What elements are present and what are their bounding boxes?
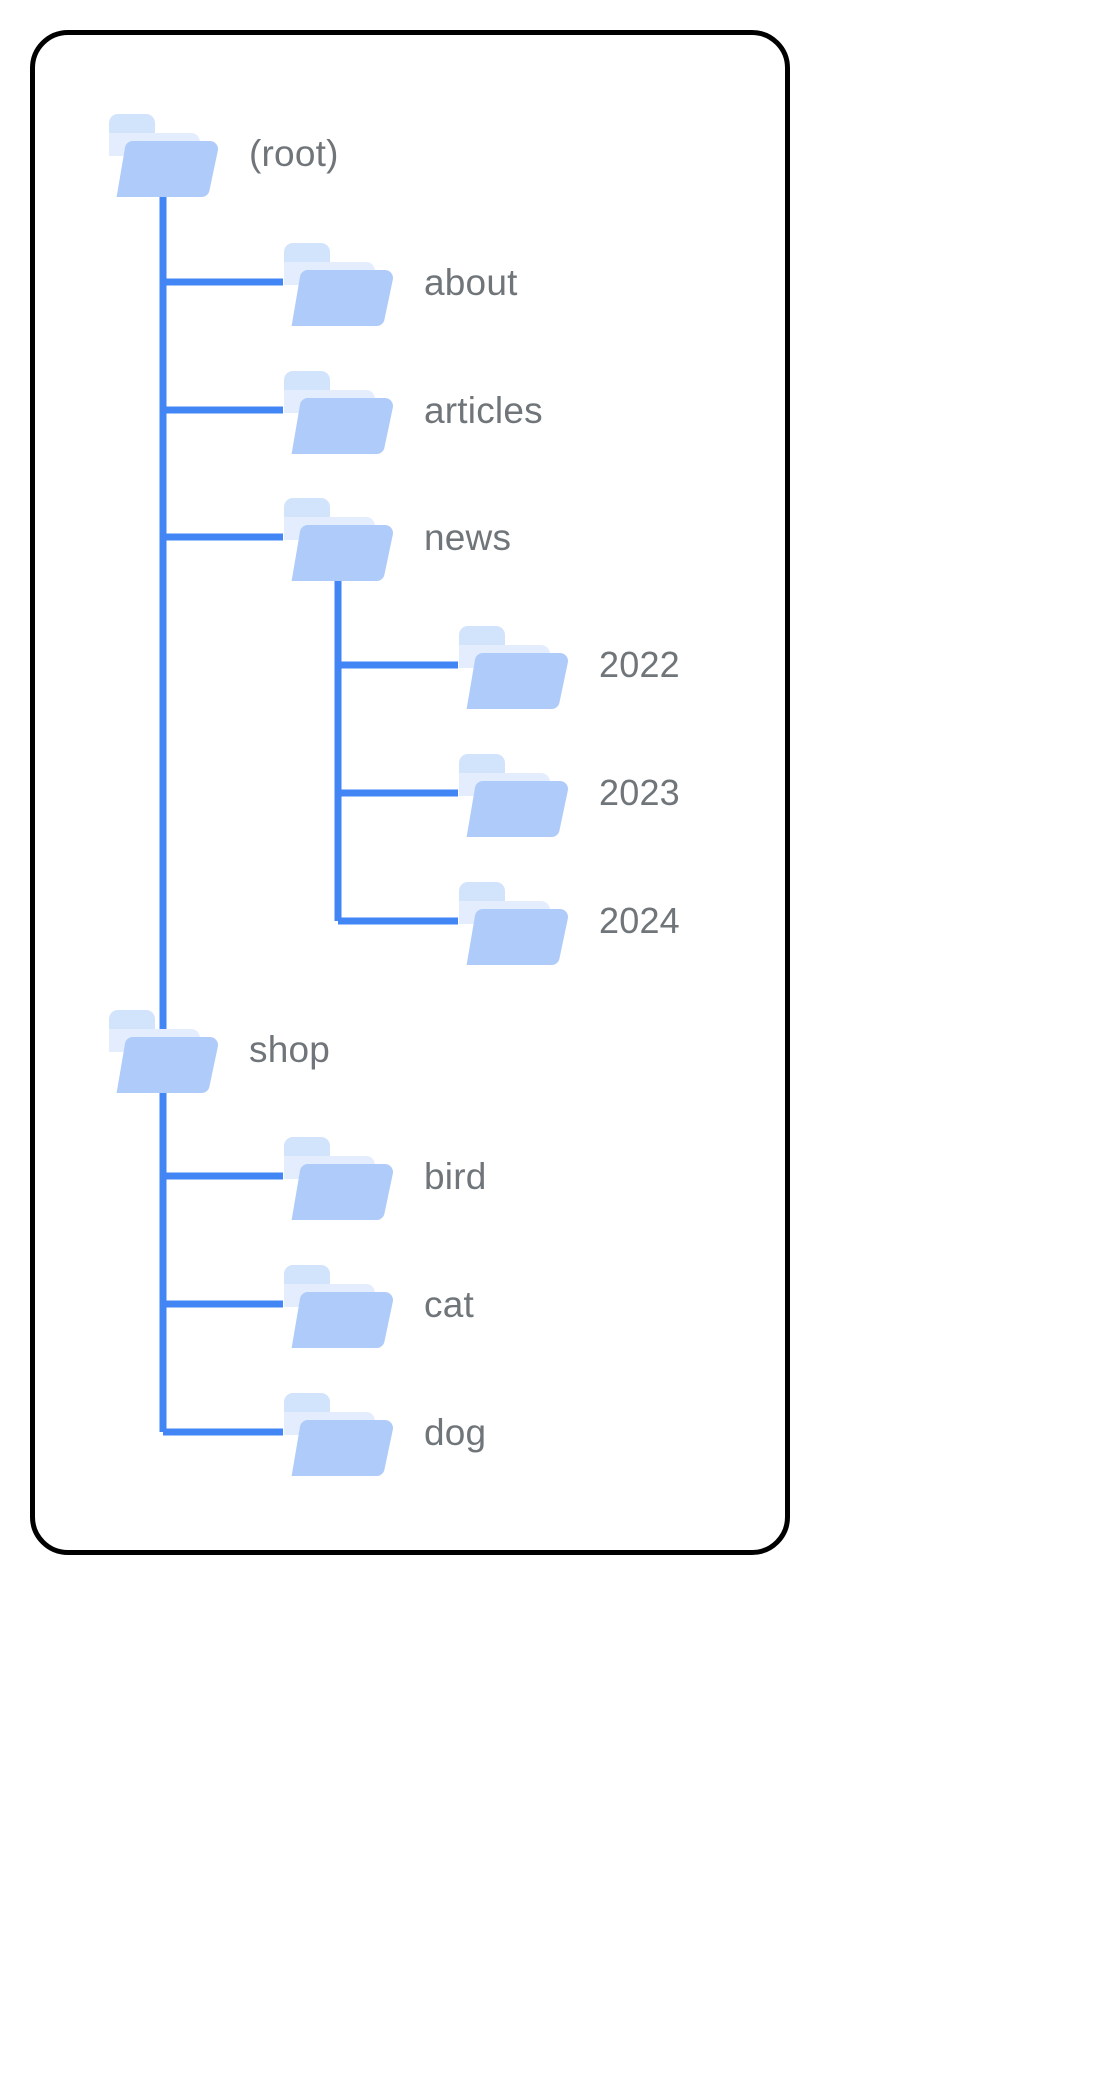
folder-icon (455, 873, 573, 969)
tree-node-root[interactable]: (root) (105, 105, 339, 201)
folder-icon (280, 234, 398, 330)
tree-node-label: about (424, 261, 518, 303)
tree-node-dog[interactable]: dog (280, 1384, 486, 1480)
folder-icon (280, 489, 398, 585)
tree-node-bird[interactable]: bird (280, 1128, 487, 1224)
tree-node-2023[interactable]: 2023 (455, 745, 680, 841)
diagram-card: (root) about (30, 30, 790, 1555)
tree-node-2022[interactable]: 2022 (455, 617, 680, 713)
tree-node-shop[interactable]: shop (105, 1001, 330, 1097)
tree-node-label: (root) (249, 132, 339, 174)
tree-node-label: 2022 (599, 644, 680, 685)
tree-node-2024[interactable]: 2024 (455, 873, 680, 969)
tree-node-label: 2024 (599, 900, 680, 941)
tree-node-label: dog (424, 1411, 487, 1453)
folder-icon (455, 745, 573, 841)
tree-node-label: cat (424, 1283, 474, 1325)
tree-connectors (159, 185, 458, 1436)
folder-icon (280, 362, 398, 458)
tree-node-about[interactable]: about (280, 234, 518, 330)
tree-node-cat[interactable]: cat (280, 1256, 474, 1352)
tree-node-label: bird (424, 1155, 487, 1197)
tree-node-articles[interactable]: articles (280, 362, 543, 458)
folder-icon (280, 1128, 398, 1224)
tree-node-label: 2023 (599, 772, 680, 813)
folder-tree: (root) about (35, 35, 795, 1560)
folder-icon (280, 1256, 398, 1352)
tree-node-label: news (424, 516, 512, 558)
folder-icon (455, 617, 573, 713)
folder-icon (105, 105, 223, 201)
tree-node-label: shop (249, 1028, 331, 1070)
folder-icon (280, 1384, 398, 1480)
tree-node-label: articles (424, 389, 543, 431)
folder-icon (105, 1001, 223, 1097)
tree-node-news[interactable]: news (280, 489, 511, 585)
